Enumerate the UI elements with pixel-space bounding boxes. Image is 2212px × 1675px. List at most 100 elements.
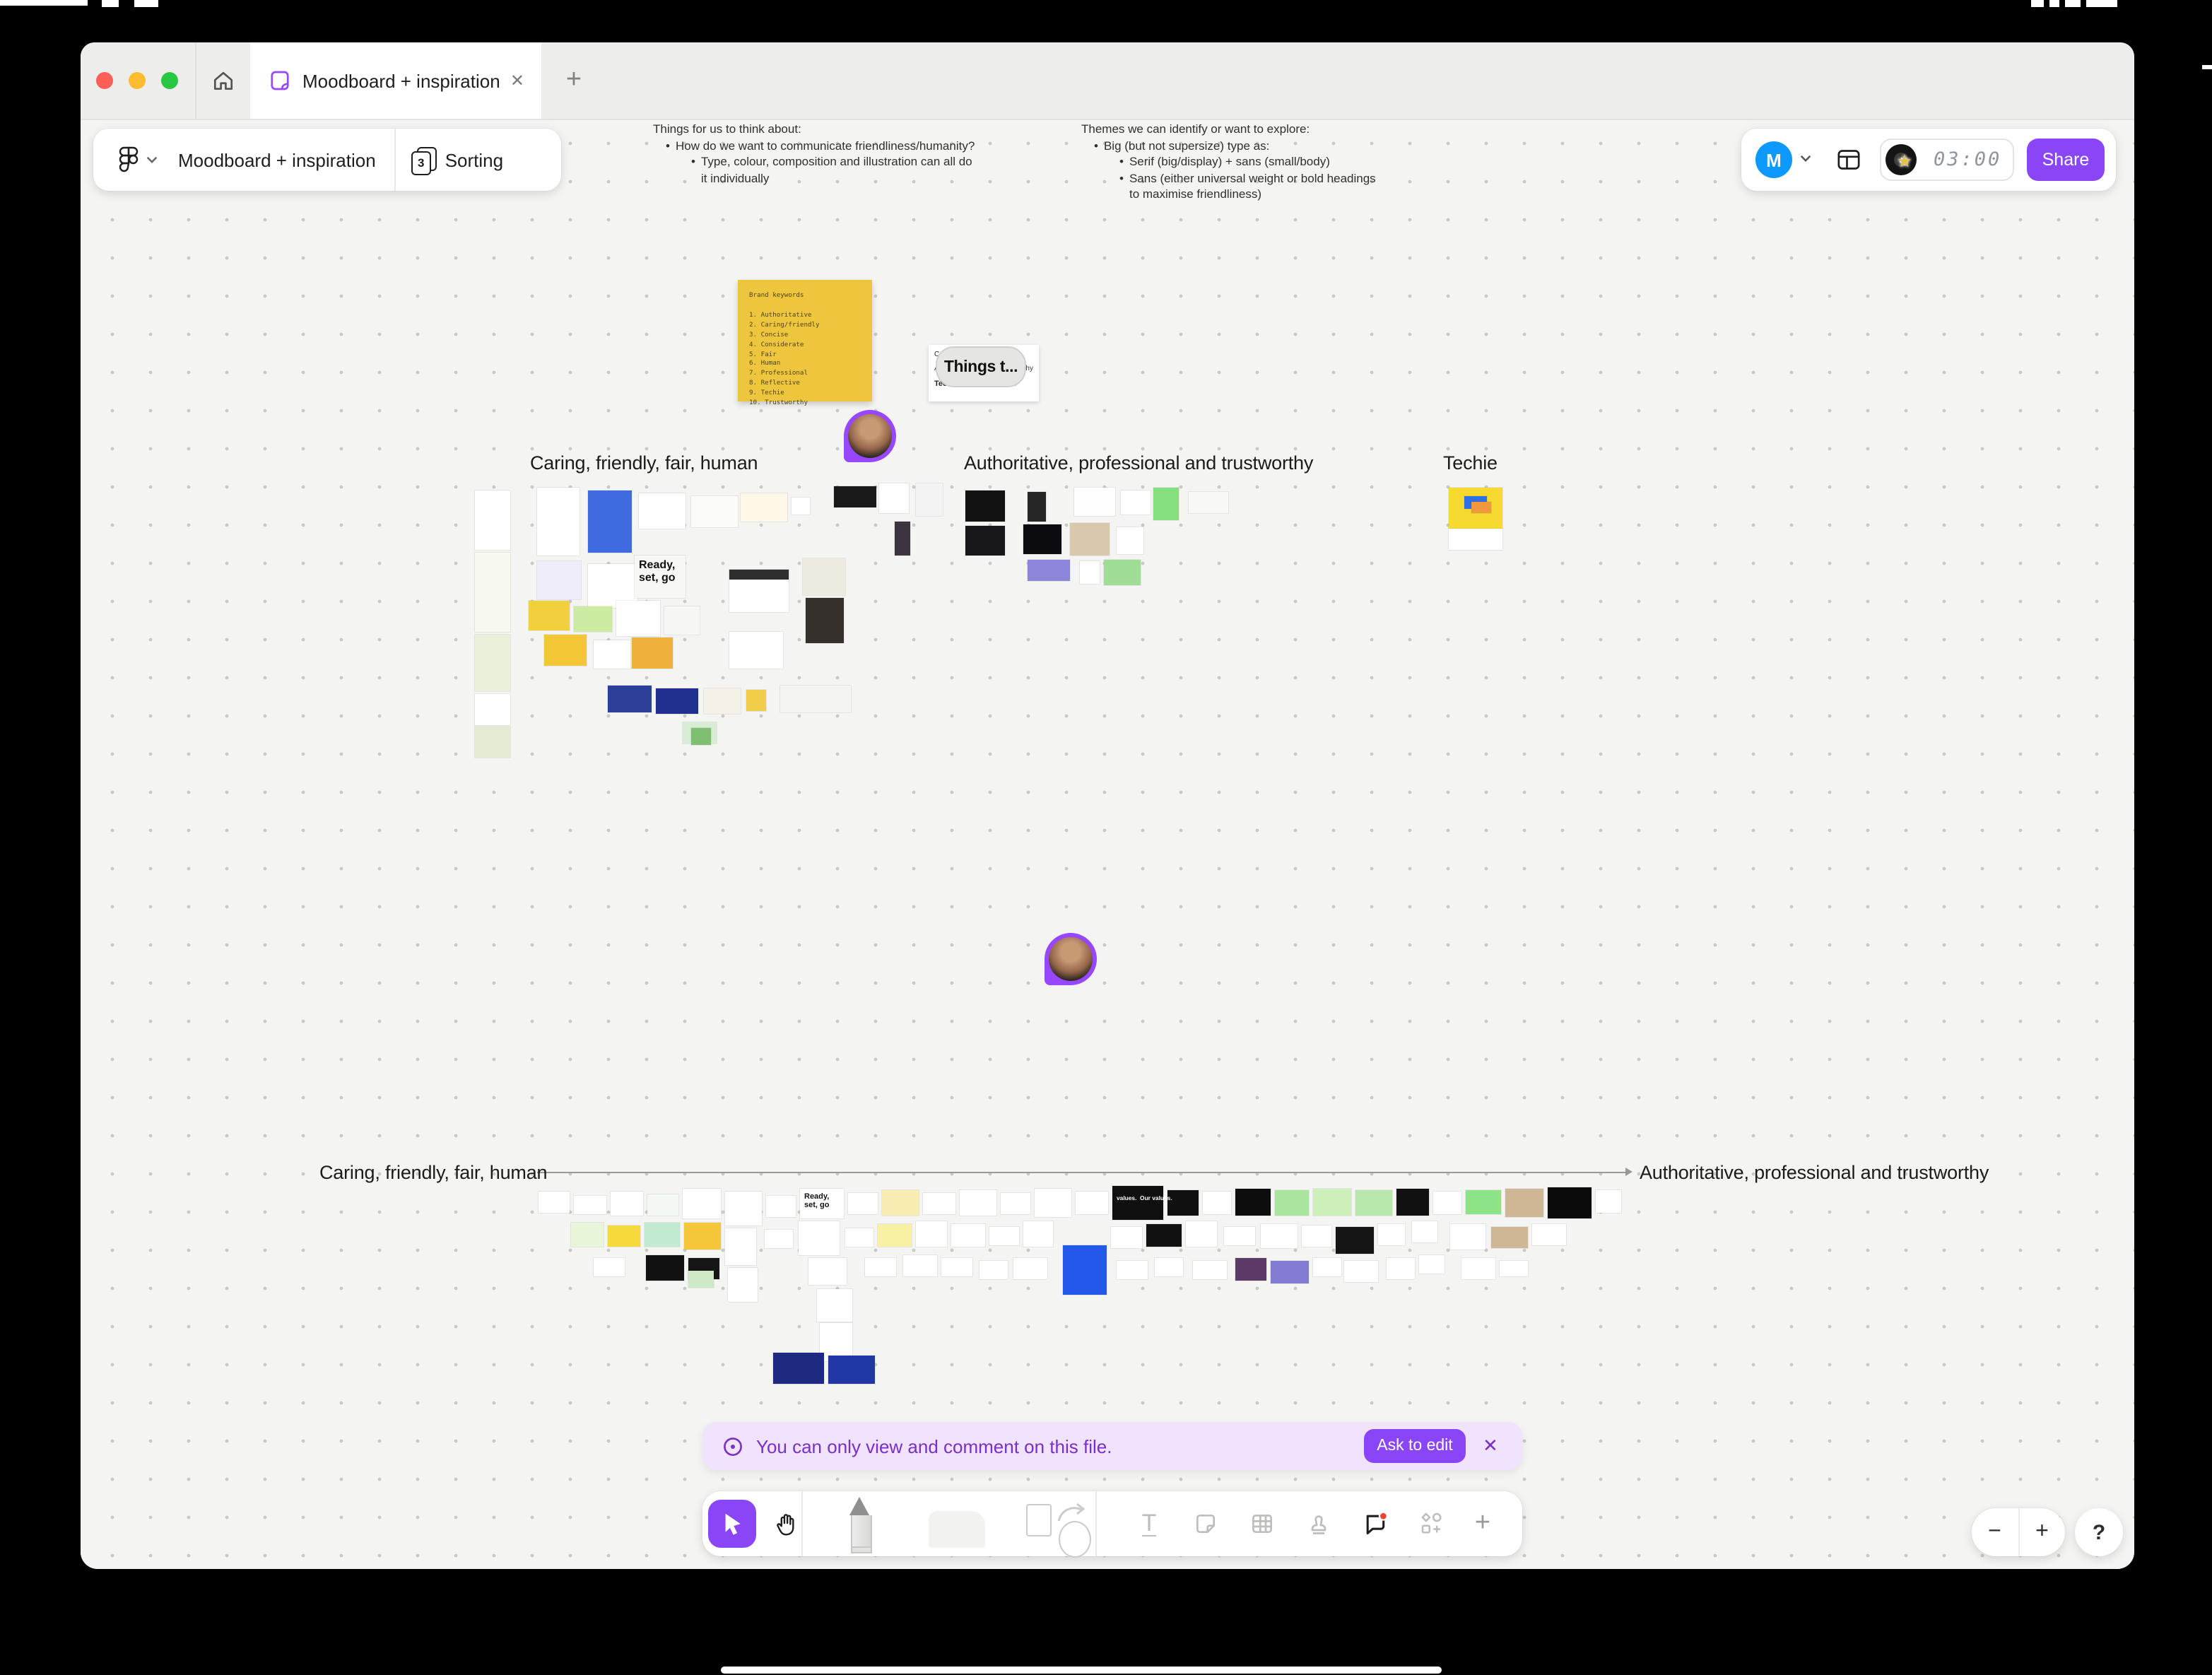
moodboard-image[interactable] [903, 1255, 937, 1276]
moodboard-image[interactable] [1461, 1258, 1495, 1279]
moodboard-image[interactable] [848, 1193, 878, 1214]
moodboard-image[interactable] [646, 1255, 684, 1281]
moodboard-image[interactable] [979, 1261, 1008, 1279]
moodboard-image[interactable] [1023, 524, 1061, 554]
moodboard-image[interactable] [656, 688, 698, 714]
moodboard-image[interactable] [1117, 527, 1143, 554]
moodboard-image[interactable] [647, 1194, 678, 1216]
zoom-window-button[interactable] [161, 72, 178, 89]
tab-moodboard-inspiration[interactable]: Moodboard + inspiration ✕ [250, 42, 541, 119]
moodboard-image[interactable] [1355, 1190, 1392, 1216]
moodboard-image[interactable] [544, 635, 587, 666]
moodboard-image[interactable] [729, 570, 789, 580]
moodboard-image[interactable] [529, 601, 570, 630]
moodboard-image[interactable] [1302, 1226, 1331, 1247]
moodboard-image[interactable] [475, 694, 510, 725]
moodboard-image[interactable] [1378, 1224, 1405, 1245]
moodboard-image[interactable] [537, 561, 581, 599]
moodboard-image[interactable] [792, 498, 810, 515]
moodboard-image[interactable] [780, 686, 851, 712]
moodboard-image[interactable] [1189, 492, 1228, 513]
close-window-button[interactable] [96, 72, 113, 89]
moodboard-image[interactable] [588, 564, 637, 608]
moodboard-image[interactable] [1261, 1224, 1298, 1248]
moodboard-image[interactable] [729, 632, 783, 669]
moodboard-image[interactable] [691, 728, 711, 745]
moodboard-image[interactable] [916, 1221, 947, 1247]
moodboard-image[interactable] [1396, 1189, 1429, 1216]
moodboard-image[interactable] [1505, 1189, 1543, 1217]
moodboard-image[interactable] [594, 640, 630, 669]
moodboard-image[interactable] [1167, 1190, 1199, 1216]
moodboard-image[interactable] [882, 1190, 919, 1216]
moodboard-image[interactable] [537, 488, 580, 556]
moodboard-image[interactable] [1146, 1224, 1182, 1247]
moodboard-image[interactable] [571, 1223, 604, 1247]
moodboard-image[interactable] [728, 1268, 758, 1302]
moodboard-image[interactable] [865, 1258, 896, 1276]
moodboard-image[interactable] [1203, 1192, 1231, 1214]
moodboard-image[interactable] [799, 1221, 840, 1255]
moodboard-image[interactable] [803, 558, 845, 595]
moodboard-image[interactable] [1344, 1261, 1378, 1282]
moodboard-image[interactable] [725, 1192, 762, 1226]
moodboard-image[interactable] [664, 606, 700, 635]
home-button[interactable] [195, 42, 252, 119]
moodboard-image[interactable] [632, 637, 673, 669]
moodboard-image[interactable] [1275, 1190, 1309, 1216]
canvas-text-note[interactable]: Things for us to think about:•How do we … [653, 122, 975, 184]
moodboard-image[interactable] [475, 727, 510, 758]
moodboard-image[interactable] [878, 1224, 912, 1247]
moodboard-image[interactable] [1070, 523, 1110, 556]
moodboard-image[interactable] [828, 1356, 875, 1384]
moodboard-image[interactable] [941, 1258, 972, 1276]
moodboard-image[interactable] [608, 1226, 640, 1247]
moodboard-image[interactable] [1491, 1227, 1528, 1248]
moodboard-image[interactable] [965, 526, 1005, 556]
moodboard-image[interactable] [574, 606, 612, 632]
moodboard-image[interactable] [1023, 1221, 1053, 1247]
moodboard-image[interactable] [1121, 490, 1151, 515]
section-label[interactable]: Authoritative, professional and trustwor… [964, 452, 1314, 474]
moodboard-image[interactable] [1035, 1189, 1071, 1217]
moodboard-image[interactable] [1155, 1258, 1183, 1276]
moodboard-image[interactable] [1419, 1255, 1445, 1274]
moodboard-image[interactable] [1111, 1227, 1142, 1248]
moodboard-image[interactable] [608, 686, 652, 712]
moodboard-image[interactable] [611, 1192, 643, 1216]
moodboard-image[interactable] [741, 493, 787, 522]
moodboard-image[interactable] [1548, 1187, 1592, 1218]
moodboard-image[interactable] [725, 1228, 756, 1265]
moodboard-image[interactable] [1271, 1261, 1309, 1283]
moodboard-image[interactable] [1028, 492, 1046, 522]
moodboard-image[interactable] [1153, 488, 1179, 520]
moodboard-image[interactable] [1076, 1192, 1108, 1214]
moodboard-image[interactable] [475, 635, 510, 691]
canvas-text-note[interactable]: Themes we can identify or want to explor… [1081, 122, 1376, 201]
moodboard-image[interactable] [1412, 1221, 1437, 1242]
moodboard-image[interactable] [1001, 1193, 1030, 1214]
moodboard-image[interactable] [639, 493, 686, 529]
moodboard-image[interactable] [1063, 1245, 1107, 1295]
moodboard-image[interactable] [1193, 1261, 1227, 1279]
moodboard-image[interactable] [773, 1353, 824, 1384]
moodboard-image[interactable] [916, 483, 943, 516]
moodboard-image[interactable] [1013, 1258, 1047, 1279]
section-label[interactable]: Caring, friendly, fair, human [319, 1162, 548, 1183]
moodboard-image[interactable] [574, 1196, 606, 1214]
moodboard-image[interactable] [1450, 1224, 1486, 1250]
moodboard-image[interactable] [1117, 1261, 1148, 1279]
moodboard-image[interactable] [960, 1190, 996, 1216]
moodboard-image[interactable] [895, 522, 910, 556]
moodboard-image[interactable] [588, 490, 632, 553]
tab-close-icon[interactable]: ✕ [510, 71, 524, 90]
moodboard-image[interactable] [817, 1289, 852, 1322]
moodboard-image[interactable] [688, 1271, 714, 1288]
moodboard-image[interactable] [684, 1223, 721, 1250]
moodboard-image[interactable] [594, 1258, 625, 1276]
moodboard-image[interactable] [923, 1193, 955, 1214]
moodboard-image[interactable] [820, 1323, 852, 1361]
moodboard-image[interactable] [806, 598, 844, 643]
moodboard-image[interactable] [1433, 1192, 1461, 1214]
